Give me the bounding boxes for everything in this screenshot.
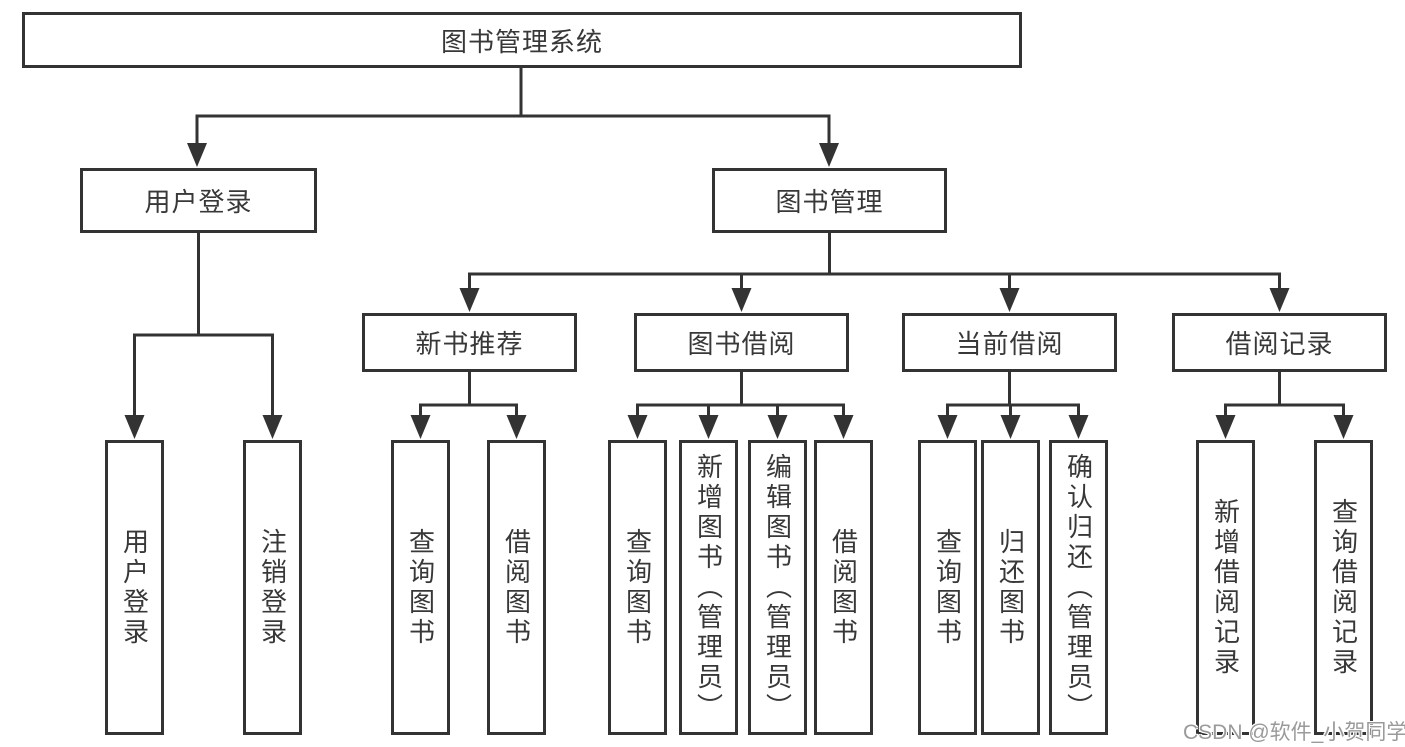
node-user-login: 用户登录 — [80, 168, 317, 233]
arrowhead-icons — [124, 143, 1354, 439]
leaf-query-borrow-record: 查询借阅记录 — [1314, 440, 1373, 735]
node-new-book-recommend-label: 新书推荐 — [415, 329, 524, 359]
leaf-query-borrow-record-label: 查询借阅记录 — [1328, 497, 1359, 678]
leaf-query-book-3: 查询图书 — [918, 440, 977, 735]
leaf-logout: 注销登录 — [243, 440, 302, 735]
leaf-add-book-admin: 新增图书（管理员） — [679, 440, 738, 735]
node-book-management: 图书管理 — [712, 168, 947, 233]
node-user-login-label: 用户登录 — [144, 187, 253, 217]
leaf-query-book-1-label: 查询图书 — [405, 527, 436, 648]
leaf-borrow-book-2: 借阅图书 — [814, 440, 873, 735]
leaf-borrow-book-1: 借阅图书 — [487, 440, 546, 735]
leaf-edit-book-admin: 编辑图书（管理员） — [748, 440, 807, 735]
leaf-query-book-1: 查询图书 — [391, 440, 450, 735]
node-borrow-records: 借阅记录 — [1172, 313, 1387, 372]
leaf-query-book-3-label: 查询图书 — [932, 527, 963, 648]
leaf-add-borrow-record-label: 新增借阅记录 — [1210, 497, 1241, 678]
leaf-query-book-2-label: 查询图书 — [622, 527, 653, 648]
node-current-borrow-label: 当前借阅 — [955, 329, 1064, 359]
leaf-user-login: 用户登录 — [105, 440, 164, 735]
node-book-borrow: 图书借阅 — [634, 313, 849, 372]
leaf-borrow-book-2-label: 借阅图书 — [828, 527, 859, 648]
node-root-label: 图书管理系统 — [440, 26, 603, 57]
watermark: CSDN @软件_小贺同学 — [1183, 721, 1405, 744]
leaf-query-book-2: 查询图书 — [608, 440, 667, 735]
node-current-borrow: 当前借阅 — [902, 313, 1117, 372]
leaf-edit-book-admin-label: 编辑图书（管理员） — [762, 452, 793, 723]
node-book-borrow-label: 图书借阅 — [687, 329, 796, 359]
leaf-borrow-book-1-label: 借阅图书 — [501, 527, 532, 648]
node-borrow-records-label: 借阅记录 — [1225, 329, 1334, 359]
node-book-management-label: 图书管理 — [775, 187, 884, 217]
leaf-return-book-label: 归还图书 — [995, 527, 1026, 648]
node-new-book-recommend: 新书推荐 — [362, 313, 577, 372]
leaf-confirm-return-admin: 确认归还（管理员） — [1049, 440, 1108, 735]
leaf-logout-label: 注销登录 — [257, 527, 288, 648]
leaf-return-book: 归还图书 — [981, 440, 1040, 735]
leaf-add-borrow-record: 新增借阅记录 — [1196, 440, 1255, 735]
leaf-add-book-admin-label: 新增图书（管理员） — [693, 452, 724, 723]
leaf-user-login-label: 用户登录 — [119, 527, 150, 648]
leaf-confirm-return-admin-label: 确认归还（管理员） — [1063, 452, 1094, 723]
node-root: 图书管理系统 — [22, 12, 1022, 68]
